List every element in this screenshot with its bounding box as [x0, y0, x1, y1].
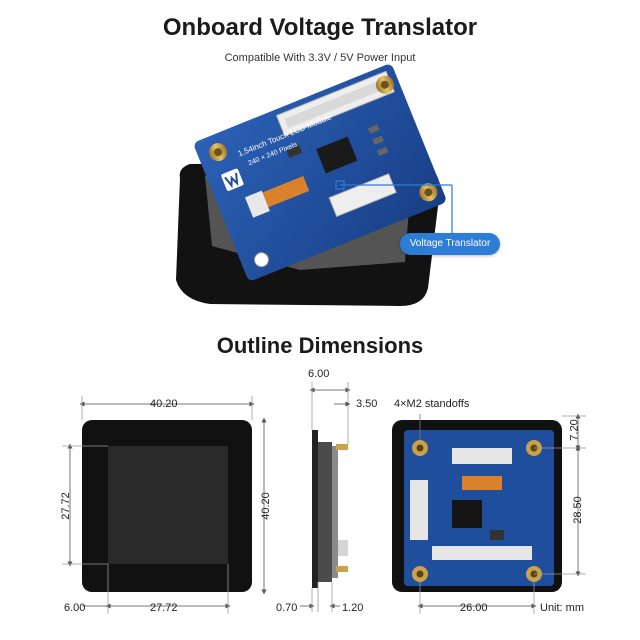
dim-side-depth-right: 3.50: [356, 398, 378, 410]
dim-front-height-right: 40.20: [259, 492, 272, 520]
front-display-area: [108, 446, 228, 564]
product-render: 1.54inch Touch LCD Module 240 × 240 Pixe…: [176, 64, 453, 306]
dim-front-margin: 6.00: [64, 602, 86, 614]
dim-front-width: 40.20: [150, 398, 178, 410]
flex-cable: [254, 175, 310, 211]
standoff-bl: [253, 252, 269, 268]
page-subtitle: Compatible With 3.3V / 5V Power Input: [224, 52, 416, 64]
side-pcb: [318, 442, 332, 582]
dim-side-depth: 6.00: [308, 368, 330, 380]
back-fpc-top: [452, 448, 512, 464]
pcb-board: [194, 64, 446, 281]
dim-front-height-left: 27.72: [59, 492, 72, 520]
waveshare-logo: [221, 168, 244, 191]
voltage-translator-callout: Voltage Translator: [400, 233, 500, 255]
label-standoffs: 4×M2 standoffs: [394, 398, 470, 410]
dim-back-top-right: 7.20: [568, 419, 581, 441]
back-fpc-left: [410, 480, 428, 540]
section-title: Outline Dimensions: [216, 333, 424, 358]
dim-back-right: 28.50: [571, 496, 584, 524]
back-flex: [462, 476, 502, 490]
label-unit: Unit: mm: [540, 602, 584, 614]
dim-side-left-bottom: 0.70: [276, 602, 298, 614]
side-standoff-top: [336, 444, 348, 450]
dim-back-bottom: 26.00: [460, 602, 488, 614]
front-view: [62, 396, 267, 614]
side-glass: [312, 430, 318, 588]
side-standoff-bottom: [336, 566, 348, 572]
dim-front-width-bottom: 27.72: [150, 602, 178, 614]
side-view: [300, 382, 351, 612]
voltage-translator-chip: [316, 136, 358, 174]
page-title: Onboard Voltage Translator: [162, 14, 478, 41]
back-chip: [452, 500, 482, 528]
back-view: [392, 413, 586, 614]
outline-drawings: [62, 382, 586, 614]
dim-side-right-bottom: 1.20: [342, 602, 364, 614]
back-fpc-bottom: [432, 546, 532, 560]
